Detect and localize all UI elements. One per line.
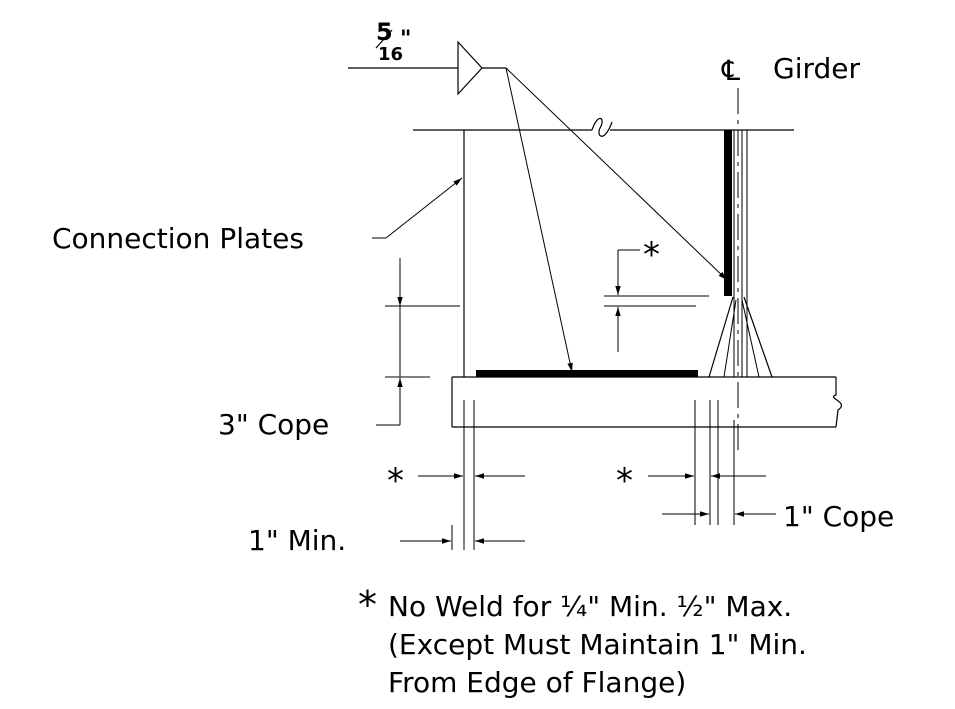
weld-size-unit: ": [400, 27, 411, 52]
asterisk-right-dimension: *: [616, 461, 766, 501]
fillet-weld-triangle-icon: [457, 40, 483, 96]
weld-size-denominator: 16: [378, 44, 403, 65]
weld-symbol: 5 16 ": [348, 18, 728, 373]
min-1-label: 1" Min.: [248, 524, 346, 557]
fillet-left: [708, 296, 734, 378]
break-symbol-top-icon: [591, 117, 613, 137]
weld-leader-to-flange: [505, 67, 573, 373]
footnote-line-1: No Weld for ¼" Min. ½" Max.: [388, 590, 792, 623]
girder-flange: [451, 370, 842, 428]
weld-leader-to-web: [505, 67, 728, 281]
footnote-asterisk: *: [358, 583, 377, 627]
flange-weld-bead: [476, 370, 698, 377]
asterisk-left-dimension: *: [387, 461, 525, 501]
bottom-extension-lines: [463, 400, 735, 550]
asterisk-mark-left: *: [387, 461, 404, 501]
weld-size-numerator: 5: [376, 18, 393, 46]
footnote-line-3: From Edge of Flange): [388, 666, 686, 699]
girder-centerline: ℄ Girder: [721, 52, 860, 452]
girder-web: [708, 130, 773, 378]
cope-3-label: 3" Cope: [218, 408, 329, 441]
asterisk-vertical-dimension: *: [604, 235, 709, 352]
break-symbol-flange-icon: [833, 377, 842, 428]
weld-size-fraction-bar: [375, 29, 393, 49]
min-1-dimension: 1" Min.: [248, 524, 525, 557]
cope-3-dimension: 3" Cope: [218, 258, 460, 441]
connection-plate: Connection Plates: [52, 130, 465, 377]
asterisk-mark-top: *: [643, 235, 660, 275]
footnote-line-2: (Except Must Maintain 1" Min.: [388, 628, 807, 661]
centerline-symbol: ℄: [721, 54, 740, 87]
fillet-right: [743, 296, 773, 378]
plate-leader: [385, 177, 463, 239]
web-weld-bead: [724, 130, 732, 296]
cope-1-label: 1" Cope: [783, 500, 894, 533]
girder-label: Girder: [773, 52, 860, 85]
cope-1-dimension: 1" Cope: [662, 500, 894, 533]
plate-top-line: [413, 117, 794, 137]
asterisk-mark-right: *: [616, 461, 633, 501]
connection-plates-label: Connection Plates: [52, 222, 304, 255]
footnote: * No Weld for ¼" Min. ½" Max. (Except Mu…: [358, 583, 807, 699]
